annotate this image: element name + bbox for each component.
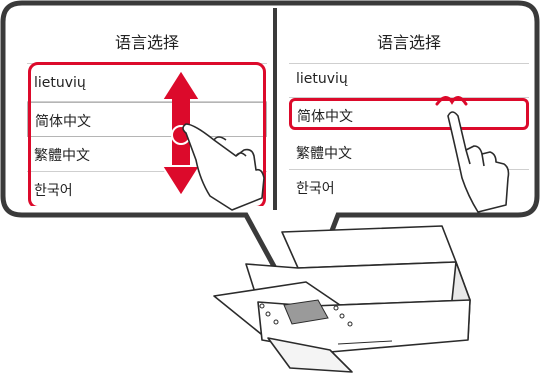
language-item-korean[interactable]: 한국어 <box>289 170 529 205</box>
language-item-traditional-chinese[interactable]: 繁體中文 <box>289 135 529 170</box>
drag-hand-icon <box>182 123 265 211</box>
tap-indicator-icon <box>435 96 468 106</box>
language-label: 한국어 <box>296 181 335 197</box>
language-label: 简体中文 <box>35 114 91 130</box>
language-label: 简体中文 <box>297 109 353 125</box>
language-item-lithuanian[interactable]: lietuvių <box>27 67 267 102</box>
language-item-traditional-chinese[interactable]: 繁體中文 <box>27 137 267 172</box>
language-label: 繁體中文 <box>296 146 352 162</box>
language-item-korean[interactable]: 한국어 <box>27 172 267 206</box>
tap-hand-icon <box>447 111 510 213</box>
language-label: lietuvių <box>34 75 86 91</box>
language-item-simplified-chinese-selected[interactable]: 简体中文 <box>289 98 529 130</box>
language-label: 한국어 <box>34 183 73 199</box>
language-label: lietuvių <box>296 71 348 87</box>
language-item-simplified-chinese[interactable]: 简体中文 <box>27 102 267 137</box>
screen-title: 语言选择 <box>289 23 529 64</box>
language-label: 繁體中文 <box>34 148 90 164</box>
list-scroll-highlight <box>28 62 266 206</box>
scroll-arrow-icon <box>160 68 202 198</box>
language-item-lithuanian[interactable]: lietuvių <box>289 63 529 98</box>
